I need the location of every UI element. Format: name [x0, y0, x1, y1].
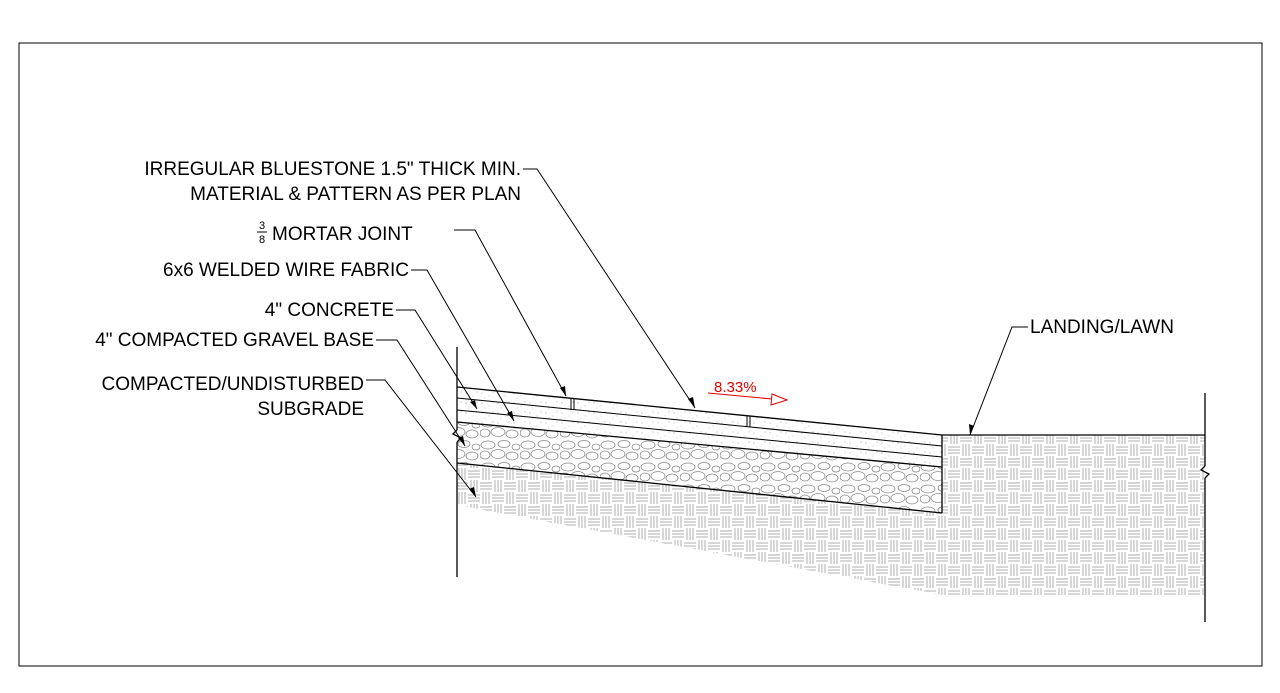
slope-arrow-icon [770, 393, 789, 406]
label-mortar-denominator: 8 [259, 234, 265, 246]
section-cut-left [451, 347, 463, 577]
layer-lines [456, 386, 1205, 514]
label-subgrade-line2: SUBGRADE [257, 399, 364, 420]
drawing-border [18, 42, 1263, 667]
leader-lines [366, 168, 1028, 498]
label-subgrade-line1: COMPACTED/UNDISTURBED [102, 374, 365, 395]
section-cut-right [1199, 393, 1211, 622]
concrete-speckle [457, 387, 942, 467]
subgrade-hatch [457, 435, 1205, 595]
leader-arrowheads [458, 386, 974, 497]
label-concrete: 4" CONCRETE [265, 300, 394, 321]
label-mortar-numerator: 3 [259, 220, 265, 232]
slope-value: 8.33% [714, 379, 757, 396]
label-gravel-base: 4" COMPACTED GRAVEL BASE [95, 330, 374, 351]
label-bluestone-line1: IRREGULAR BLUESTONE 1.5" THICK MIN. [144, 159, 521, 180]
mortar-joints [570, 399, 751, 427]
gravel-base-hatch [457, 422, 942, 513]
label-wire-fabric: 6x6 WELDED WIRE FABRIC [163, 260, 409, 281]
label-mortar-joint: MORTAR JOINT [272, 224, 413, 245]
slope-annotation: 8.33% [707, 379, 789, 406]
label-bluestone-line2: MATERIAL & PATTERN AS PER PLAN [190, 184, 521, 205]
label-landing-lawn: LANDING/LAWN [1030, 317, 1174, 338]
